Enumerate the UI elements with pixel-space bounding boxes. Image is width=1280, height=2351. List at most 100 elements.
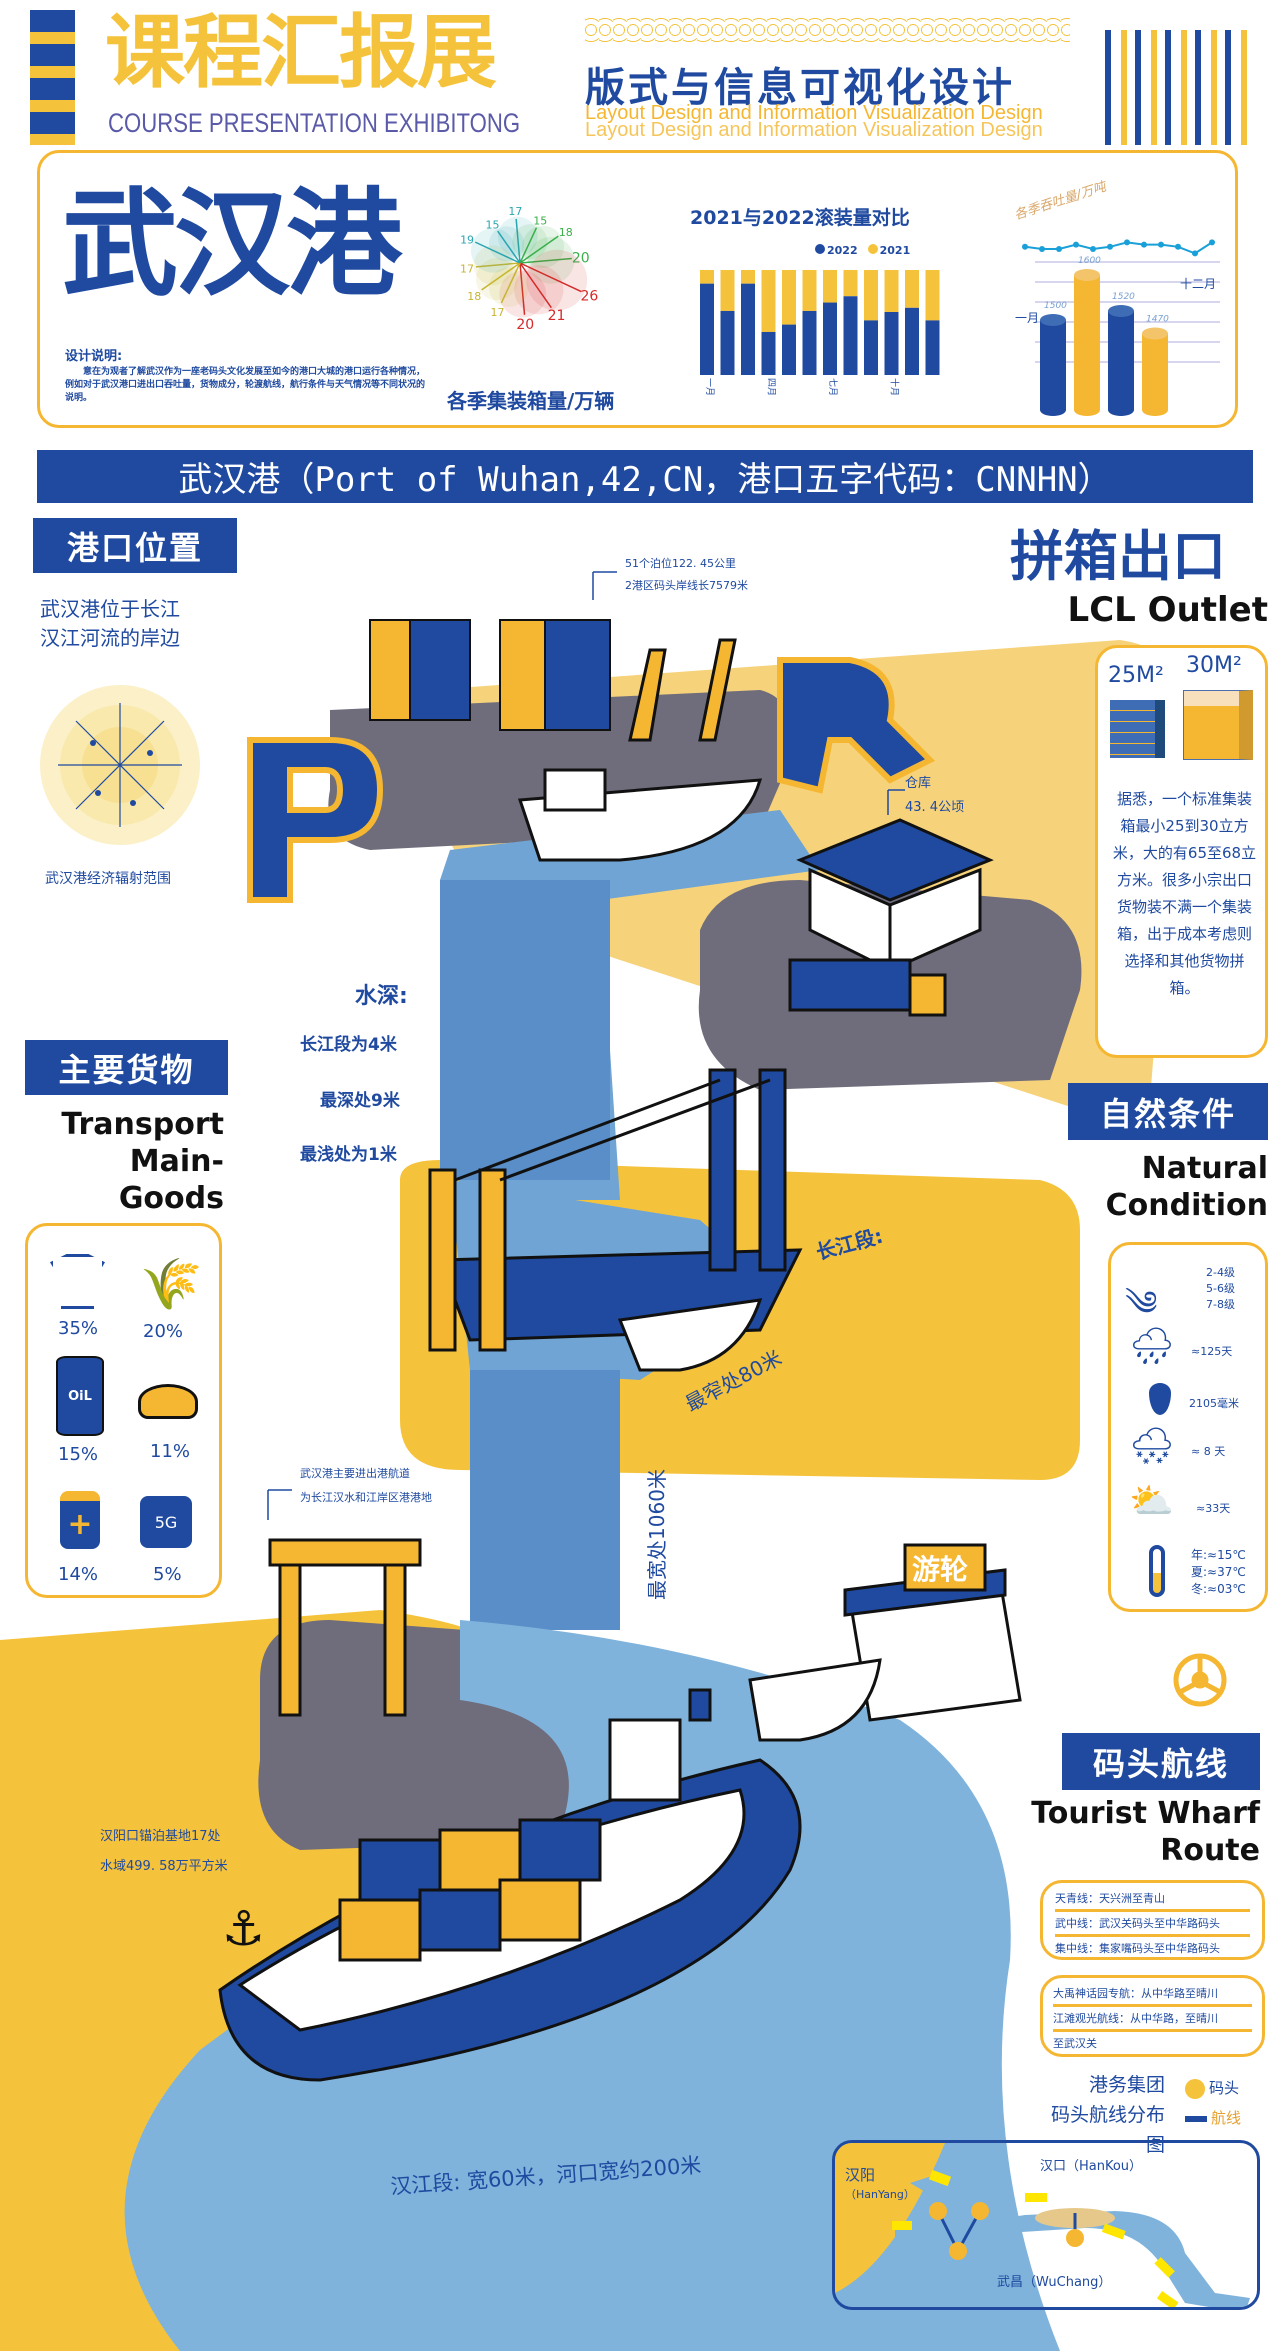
dock-marker-icon xyxy=(1185,2078,1205,2099)
route-item[interactable]: 江滩观光航线：从中华路，至晴川 xyxy=(1053,2007,1252,2032)
radial-spoke xyxy=(519,235,559,264)
legend-item-2022: 2022 xyxy=(815,244,858,257)
bar-2021 xyxy=(905,270,919,308)
intro-panel xyxy=(37,150,1238,428)
legend-route: 航线 xyxy=(1185,2103,1241,2133)
cruise-terminal xyxy=(843,1543,1022,1722)
gantry-crane xyxy=(268,1538,422,1717)
container-size-large: 30M² xyxy=(1186,653,1242,678)
throughput-point xyxy=(1175,243,1181,250)
container-stack-1 xyxy=(369,619,611,731)
bar-chart-title: 2021与2022滚装量对比 xyxy=(690,207,910,229)
radial-value-label: 19 xyxy=(460,233,474,246)
map-label-hanyang: 汉阳 （HanYang） xyxy=(845,2166,915,2201)
throughput-point xyxy=(1158,241,1164,248)
bar-2021 xyxy=(802,270,817,311)
goods-pct-oil: 15% xyxy=(58,1444,99,1465)
cylinder-bar xyxy=(1040,320,1066,410)
map-title-line-1: 港务集团 xyxy=(1088,2074,1165,2096)
routes-title-en: Tourist Wharf Route xyxy=(1020,1795,1260,1869)
radial-spoke xyxy=(515,218,521,264)
channel-line-1: 武汉港主要进出港航道 xyxy=(300,1467,410,1480)
wind-icon: ༄ xyxy=(1125,1284,1158,1324)
depth-title: 水深: xyxy=(355,984,408,1009)
goods-en-line-1: Transport xyxy=(61,1107,224,1142)
nature-tag: 自然条件 xyxy=(1068,1083,1268,1140)
lcl-title: 拼箱出口 xyxy=(1010,525,1226,588)
radial-spoke xyxy=(497,230,521,264)
callout-line xyxy=(592,571,617,600)
bar-2021 xyxy=(843,270,858,297)
cylinder-base xyxy=(1142,404,1168,416)
route-map-svg xyxy=(835,2143,1250,2307)
cylinder-bar xyxy=(1108,311,1134,410)
berth-info: 51个泊位122. 45公里 2港区码头岸线长7579米 xyxy=(625,553,748,597)
suspension-bridge xyxy=(428,1068,803,1352)
radial-spoke xyxy=(519,227,538,264)
map-legend: 码头 航线 xyxy=(1185,2073,1241,2133)
rainfall: 2105毫米 xyxy=(1189,1397,1239,1410)
chip-5g-icon: 5G xyxy=(140,1496,192,1548)
radial-spoke xyxy=(519,257,572,264)
location-text-2: 汉江河流的岸边 xyxy=(40,626,180,650)
anchorage-line-2: 水域499. 58万平方米 xyxy=(100,1859,228,1874)
radial-value-label: 17 xyxy=(491,306,505,319)
cylinder-top xyxy=(1040,314,1066,326)
anchorage-line-1: 汉阳口锚泊基地17处 xyxy=(100,1829,221,1844)
radial-chart-title: 各季集装箱量/万辆 xyxy=(447,389,615,413)
waterfall-upper xyxy=(440,880,610,1180)
wind-level-2: 5-6级 xyxy=(1206,1282,1235,1295)
bar-chart-legend: 2022 2021 xyxy=(815,244,910,257)
header-subtitle-en-shadow: Layout Design and Information Visualizat… xyxy=(585,119,1043,141)
snow-days: ≈ 8 天 xyxy=(1191,1445,1226,1458)
route-item[interactable]: 集中线：集家嘴码头至中华路码头 xyxy=(1055,1942,1220,1955)
radial-spoke xyxy=(519,262,526,315)
temperatures: 年:≈15℃ 夏:≈37℃ 冬:≈03℃ xyxy=(1191,1547,1246,1598)
throughput-point xyxy=(1022,243,1028,250)
oil-barrel-icon: OiL xyxy=(56,1356,104,1436)
bar-tick-label: 一月 xyxy=(704,378,715,396)
routes-group-2: 大禹神话园专航：从中华路至晴川 江滩观光航线：从中华路，至晴川 至武汉关 xyxy=(1040,1975,1265,2057)
map-title: 港务集团 码头航线分布图 xyxy=(1040,2070,1165,2160)
goods-en-line-2: Main- xyxy=(129,1144,224,1179)
throughput-point xyxy=(1209,239,1215,246)
design-note-text: 意在为观者了解武汉作为一座老码头文化发展至如今的港口大城的港口运行各种情况，例如… xyxy=(65,367,426,403)
map-label-wuchang: 武昌（WuChang） xyxy=(997,2275,1112,2290)
route-item[interactable]: 大禹神话园专航：从中华路至晴川 xyxy=(1053,1982,1252,2007)
route-item[interactable]: 武中线：武汉关码头至中华路码头 xyxy=(1055,1912,1250,1937)
header-title-en: COURSE PRESENTATION EXHIBITONG xyxy=(108,108,521,138)
wind-level-3: 7-8级 xyxy=(1206,1298,1235,1311)
route-item[interactable]: 至武汉关 xyxy=(1053,2037,1097,2050)
temp-winter: 冬:≈03℃ xyxy=(1191,1582,1246,1596)
route-item[interactable]: 天青线：天兴洲至青山 xyxy=(1055,1887,1250,1912)
routes-en-line-2: Route xyxy=(1160,1833,1260,1868)
header-subtitle-en: Layout Design and Information Visualizat… xyxy=(585,102,1043,124)
location-text-1: 武汉港位于长江 xyxy=(40,597,180,621)
nature-title-en: Natural Condition xyxy=(1060,1150,1268,1224)
thermometer-icon xyxy=(1149,1545,1165,1597)
container-size-small: 25M² xyxy=(1108,663,1164,688)
bar-tick-label: 十月 xyxy=(889,378,901,396)
header-decor-left xyxy=(30,10,75,145)
cylinder-top xyxy=(1142,327,1168,340)
warehouse-area: 43. 4公顷 xyxy=(905,800,965,815)
goods-pct-meat: 11% xyxy=(150,1441,191,1462)
cylinder-value-label: 1470 xyxy=(1146,315,1169,325)
lcl-title-en: LCL Outlet xyxy=(1067,590,1268,630)
throughput-point xyxy=(1124,239,1130,246)
raindrop-icon xyxy=(1149,1383,1171,1415)
header-decor-right xyxy=(1105,30,1250,145)
radial-spoke xyxy=(481,262,521,291)
legend-dock: 码头 xyxy=(1185,2073,1241,2103)
wind-level-1: 2-4级 xyxy=(1206,1266,1235,1279)
cruise-ship-mid xyxy=(617,1298,763,1372)
cylinder-base xyxy=(1040,404,1066,416)
cylinder-bar xyxy=(1074,275,1100,410)
truck xyxy=(788,958,947,1017)
design-note-title: 设计说明: xyxy=(65,349,123,364)
goods-pct-grain: 20% xyxy=(143,1321,184,1342)
warehouse-label: 仓库 xyxy=(905,776,932,791)
bar-2021 xyxy=(864,270,878,321)
port-banner: 武汉港（Port of Wuhan,42,CN，港口五字代码：CNNHN） xyxy=(37,450,1253,503)
